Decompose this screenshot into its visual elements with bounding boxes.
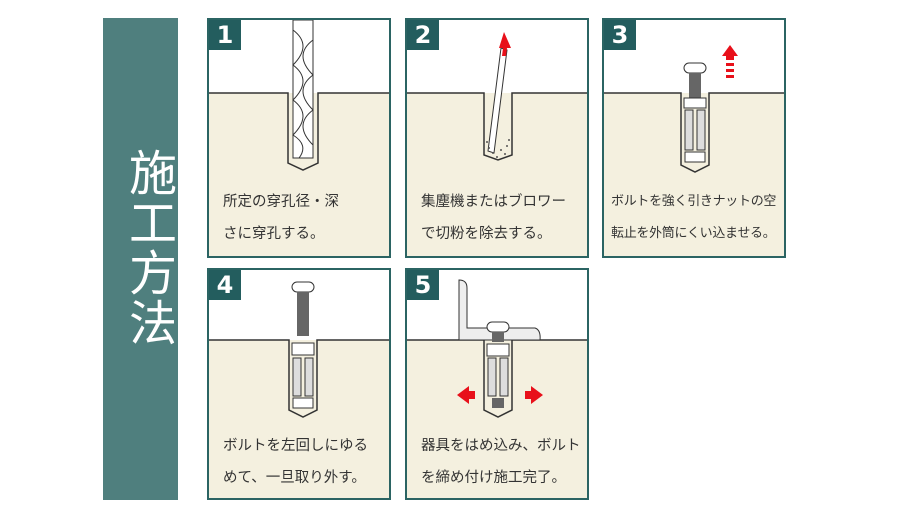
step-4-panel: 4 ボルトを左回しにゆる めて、一旦取り外す。 (207, 268, 391, 500)
step-caption-line1: 集塵機またはブロワー (421, 194, 566, 210)
step-caption-line1: 所定の穿孔径・深 (223, 194, 339, 210)
step-caption-line2: さに穿孔する。 (223, 226, 325, 242)
step-number: 1 (209, 20, 241, 50)
step-number: 4 (209, 270, 241, 300)
fixture-install-illustration (407, 270, 587, 418)
title: 施工方法 (120, 148, 176, 348)
step-caption-line2: を締め付け施工完了。 (421, 470, 566, 486)
step-number: 2 (407, 20, 439, 50)
step-caption-line2: で切粉を除去する。 (421, 226, 552, 242)
step-3-panel: 3 ボルトを強く引きナットの空 転止を外筒にくい込ませる。 (602, 18, 786, 258)
step-caption-line1: 器具をはめ込み、ボルト (421, 438, 581, 454)
step-1-panel: 1 所定の穿孔径・深 さに穿孔する。 (207, 18, 391, 258)
step-caption-line1: ボルトを左回しにゆる (223, 438, 368, 454)
drill-illustration (209, 20, 389, 171)
step-caption-line2: 転止を外筒にくい込ませる。 (611, 226, 776, 241)
step-number: 3 (604, 20, 636, 50)
step-5-panel: 5 器具をはめ込み、ボルト を締め付け施工完了。 (405, 268, 589, 500)
step-caption-line2: めて、一旦取り外す。 (223, 470, 366, 486)
step-caption-line1: ボルトを強く引きナットの空 (611, 194, 777, 209)
step-number: 5 (407, 270, 439, 300)
step-2-panel: 2 集塵機またはブロワー で切粉を除去する。 (405, 18, 589, 258)
title-banner: 施工方法 (103, 18, 178, 500)
